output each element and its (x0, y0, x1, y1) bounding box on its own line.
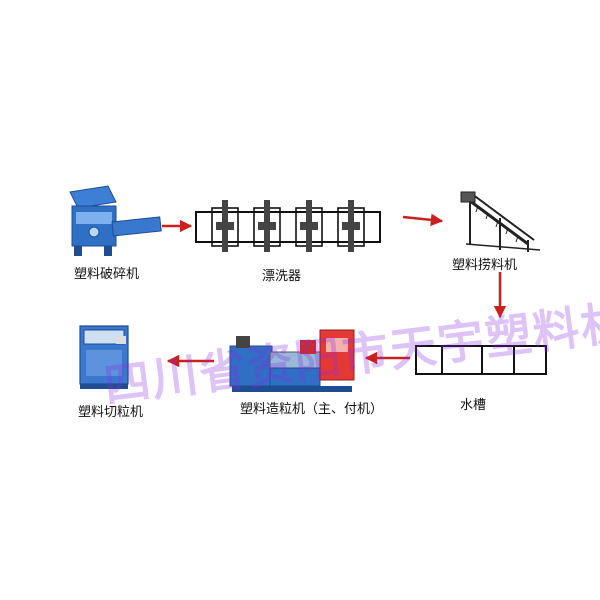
label-tank: 水槽 (460, 398, 487, 413)
label-crusher: 塑料破碎机 (74, 267, 140, 282)
arrow-washer-to-lifter (402, 213, 444, 227)
label-granulator: 塑料造粒机（主、付机） (240, 402, 384, 417)
crusher-machine (69, 185, 162, 256)
water-tank (415, 345, 547, 375)
washer-tank (195, 200, 381, 252)
label-cutter: 塑料切粒机 (78, 405, 144, 420)
cutter-machine (79, 325, 129, 389)
label-washer: 漂洗器 (262, 269, 302, 284)
lifter-machine (460, 191, 541, 252)
granulator-machine (229, 329, 355, 392)
label-lifter: 塑料捞料机 (452, 258, 518, 273)
